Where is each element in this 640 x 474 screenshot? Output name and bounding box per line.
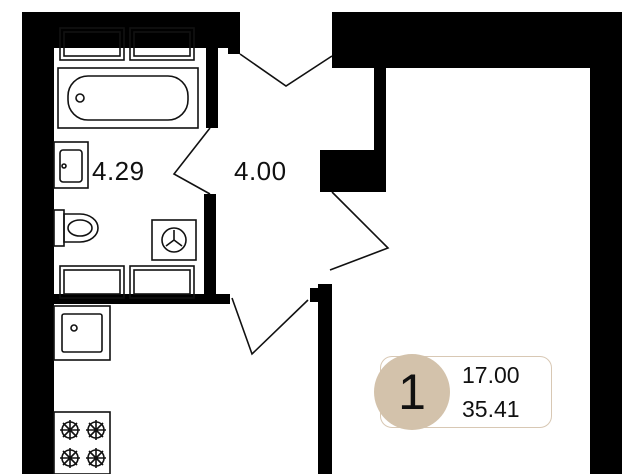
washing-machine bbox=[151, 219, 197, 261]
wall-bath-right-upper bbox=[206, 48, 218, 128]
burner-4 bbox=[86, 448, 106, 468]
kitchen-sink bbox=[53, 305, 111, 361]
living-area-value: 17.00 bbox=[462, 362, 520, 388]
wall-right bbox=[590, 12, 622, 474]
toilet bbox=[53, 209, 99, 247]
wall-bath-right-lower bbox=[204, 194, 216, 294]
hallway-area-label: 4.00 bbox=[234, 156, 287, 186]
cabinet-bottom bbox=[59, 265, 195, 299]
wall-top-left bbox=[22, 12, 240, 48]
door-swing-bathroom bbox=[172, 127, 211, 195]
wall-bath-bottom bbox=[54, 294, 230, 304]
cabinet-top bbox=[59, 27, 195, 61]
bathroom-area-label: 4.29 bbox=[92, 156, 145, 186]
door-swings bbox=[172, 53, 390, 356]
wall-top-right bbox=[332, 12, 622, 68]
burner-3 bbox=[60, 448, 80, 468]
kitchen-fixtures bbox=[53, 305, 111, 474]
wall-living-left-lower bbox=[318, 284, 332, 474]
wall-corridor-notch bbox=[320, 150, 386, 192]
wall-top-left-stub bbox=[228, 12, 240, 54]
stove bbox=[53, 411, 111, 474]
door-swing-entrance bbox=[239, 53, 333, 87]
room-count-circle bbox=[374, 354, 450, 430]
room-count: 1 bbox=[398, 364, 426, 420]
apartment-summary-badge: 1 17.00 35.41 bbox=[374, 354, 552, 430]
burner-2 bbox=[86, 420, 106, 440]
wall-living-left-upper bbox=[374, 62, 386, 160]
walls bbox=[22, 12, 622, 474]
total-area-value: 35.41 bbox=[462, 396, 520, 422]
washbasin bbox=[53, 141, 89, 189]
wall-left bbox=[22, 12, 54, 474]
wall-post-right bbox=[310, 288, 332, 302]
door-swing-living bbox=[329, 191, 390, 271]
door-swing-kitchen bbox=[231, 297, 309, 356]
bathtub bbox=[57, 67, 199, 129]
bathroom-fixtures bbox=[53, 27, 199, 299]
burner-1 bbox=[60, 420, 80, 440]
